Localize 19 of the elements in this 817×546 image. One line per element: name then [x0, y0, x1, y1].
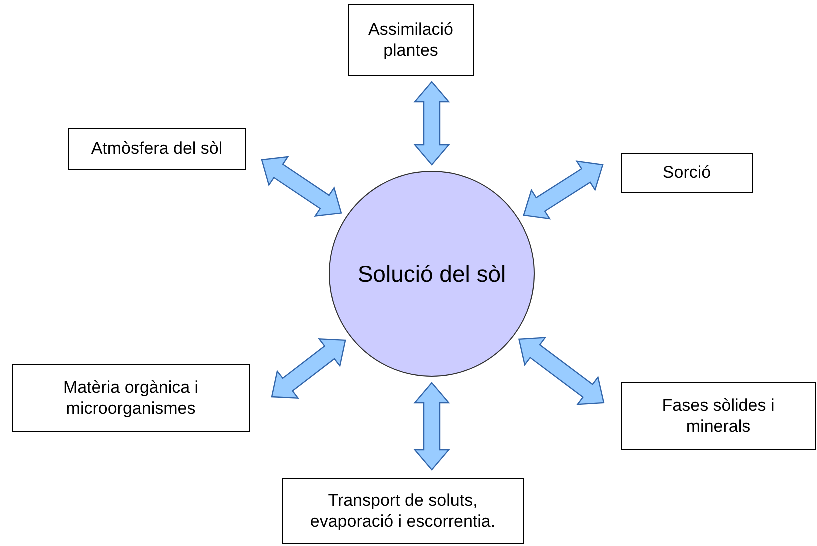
box-label: Matèria orgànica i microorganismes	[62, 376, 200, 420]
circle-label: Solució del sòl	[358, 260, 506, 288]
process-box	[621, 153, 753, 193]
process-box	[282, 478, 524, 544]
double-arrow	[523, 160, 604, 220]
double-arrow	[414, 382, 450, 471]
box-label: Atmòsfera del sòl	[91, 138, 223, 160]
double-arrow	[261, 156, 342, 218]
double-arrow	[518, 337, 605, 406]
box-label: Transport de soluts, evaporació i escorrentia.	[309, 490, 497, 532]
box-label: Sorció	[662, 162, 712, 184]
process-box	[621, 382, 816, 450]
process-box	[348, 4, 474, 76]
double-arrow	[271, 338, 346, 399]
box-label: Fases sòlides i minerals	[661, 394, 776, 438]
box-label: Assimilació plantes	[367, 18, 455, 62]
double-arrow	[414, 81, 450, 166]
process-box	[68, 128, 246, 170]
process-box	[12, 364, 250, 432]
